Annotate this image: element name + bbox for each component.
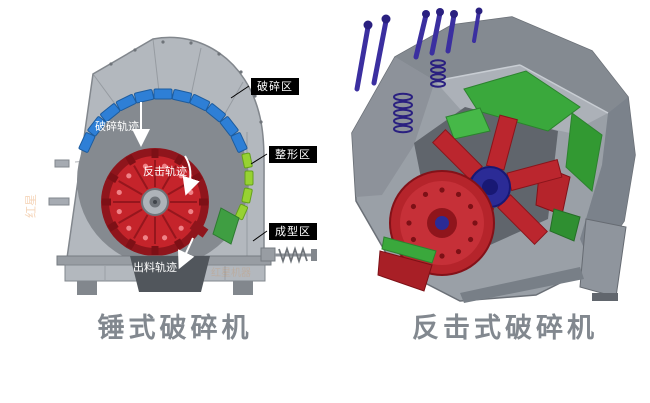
bolt-heads	[363, 7, 483, 30]
watermark-logo: 红星	[23, 194, 38, 218]
impact-crusher-figure	[340, 5, 645, 305]
watermark-text: 红星机器	[211, 266, 251, 279]
impact-plates-green	[445, 70, 603, 192]
lower-green-strip	[381, 236, 437, 264]
trajectory-label-discharge: 出料轨迹	[133, 260, 177, 274]
lower-red-plate	[377, 250, 433, 292]
discharge-trajectory-arrow	[177, 237, 195, 270]
zone-label-shaping: 整形区	[269, 146, 317, 163]
tension-spring-assembly	[260, 246, 317, 264]
coil-springs	[393, 59, 446, 134]
support-frame	[460, 218, 627, 303]
zone-leader-lines	[230, 85, 268, 242]
forming-plate-green	[212, 207, 240, 245]
rotor	[101, 148, 209, 256]
hammer-crusher-illustration: 破碎轨迹 反击轨迹 出料轨迹 红星 红星机器	[23, 36, 317, 295]
impact-crusher-caption: 反击式破碎机	[412, 313, 598, 344]
trajectory-label-impact: 反击轨迹	[143, 164, 187, 178]
impact-trajectory-arrow	[182, 155, 200, 196]
liner-plates-blue	[78, 88, 248, 153]
impact-crusher-illustration	[351, 7, 636, 303]
spring-coil	[278, 246, 308, 264]
zone-label-forming: 成型区	[269, 223, 317, 240]
hammer-arm	[189, 220, 209, 238]
housing-bolt-dots	[109, 40, 263, 124]
liner-plates-lime	[234, 152, 254, 221]
trajectory-label-crush: 破碎轨迹	[95, 119, 139, 133]
anchor-bolts-purple	[354, 9, 481, 92]
trajectory-arrows: 破碎轨迹 反击轨迹 出料轨迹	[95, 102, 200, 274]
hammer-crusher-caption: 锤式破碎机	[97, 313, 253, 344]
zone-label-crushing: 破碎区	[251, 78, 299, 95]
base-frame	[56, 255, 272, 295]
hammer-crusher-figure: 破碎轨迹 反击轨迹 出料轨迹 红星 红星机器 破碎区 整形区 成型区	[15, 12, 335, 307]
rotor-spokes	[113, 160, 197, 244]
impact-rotor	[377, 114, 581, 292]
